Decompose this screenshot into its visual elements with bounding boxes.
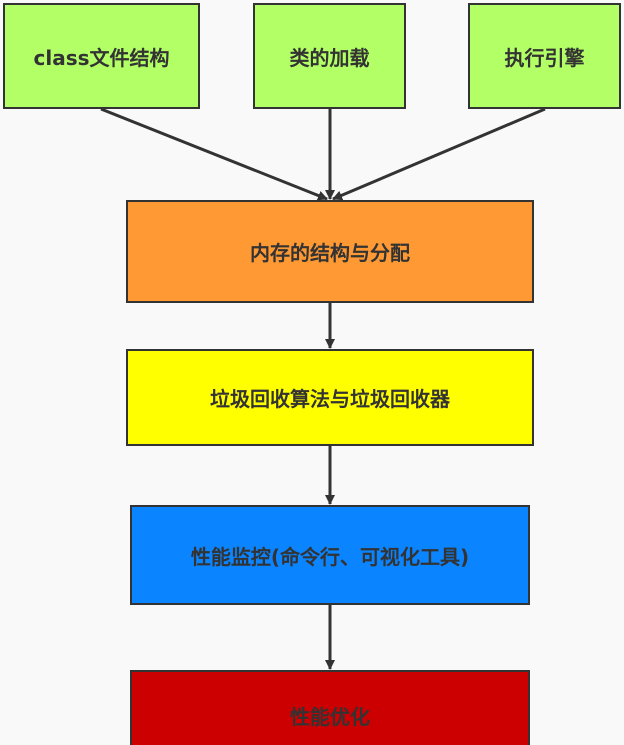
performance-tuning-node: 性能优化 xyxy=(130,670,530,745)
arrow-exec-to-memory xyxy=(332,107,546,201)
performance-tuning-label: 性能优化 xyxy=(290,704,370,729)
garbage-collection-label: 垃圾回收算法与垃圾回收器 xyxy=(210,387,450,411)
arrow-class-to-memory xyxy=(100,107,328,201)
garbage-collection-node: 垃圾回收算法与垃圾回收器 xyxy=(126,349,534,446)
execution-engine-node: 执行引擎 xyxy=(468,3,621,109)
performance-monitoring-node: 性能监控(命令行、可视化工具) xyxy=(130,505,530,605)
class-loading-node: 类的加载 xyxy=(253,3,406,109)
performance-monitoring-label: 性能监控(命令行、可视化工具) xyxy=(190,544,470,569)
execution-engine-label: 执行引擎 xyxy=(504,45,585,70)
memory-structure-node: 内存的结构与分配 xyxy=(126,200,534,303)
class-file-structure-label: class文件结构 xyxy=(33,45,170,70)
class-loading-label: 类的加载 xyxy=(289,45,370,70)
class-file-structure-node: class文件结构 xyxy=(3,3,200,109)
memory-structure-label: 内存的结构与分配 xyxy=(250,241,410,265)
